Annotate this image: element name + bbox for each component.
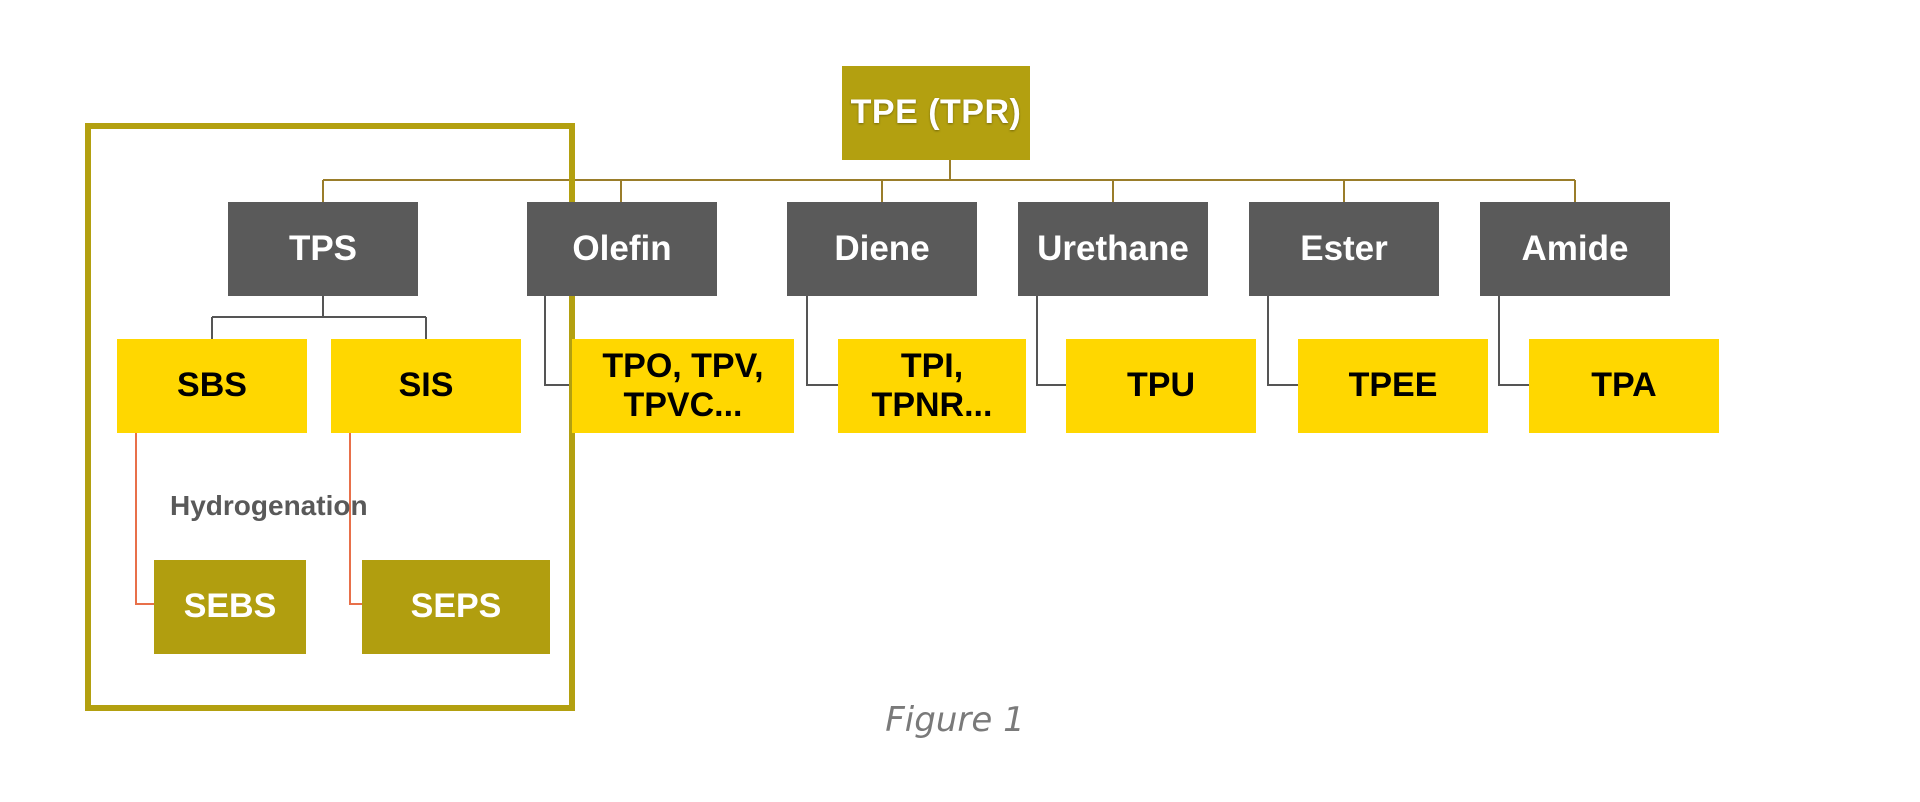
category-node-olefin: Olefin — [527, 202, 717, 296]
category-node-tps: TPS — [228, 202, 418, 296]
subtype-node-tpee: TPEE — [1298, 339, 1488, 433]
category-node-diene: Diene — [787, 202, 977, 296]
hydro-line-sebs — [135, 433, 154, 605]
subtype-node-olefin-products: TPO, TPV, TPVC... — [572, 339, 794, 433]
hydrogenated-node-seps: SEPS — [362, 560, 550, 654]
category-node-urethane: Urethane — [1018, 202, 1208, 296]
root-connectors — [322, 160, 1576, 202]
figure-caption: Figure 1 — [885, 700, 1025, 740]
subtype-node-tpu: TPU — [1066, 339, 1256, 433]
elbow-urethane — [1036, 296, 1066, 386]
elbow-diene — [806, 296, 838, 386]
elbow-ester — [1267, 296, 1298, 386]
subtype-node-sbs: SBS — [117, 339, 307, 433]
subtype-node-sis: SIS — [331, 339, 521, 433]
root-node-tpe: TPE (TPR) — [842, 66, 1030, 160]
subtype-node-diene-products: TPI, TPNR... — [838, 339, 1026, 433]
subtype-node-tpa: TPA — [1529, 339, 1719, 433]
hydrogenation-label: Hydrogenation — [170, 490, 368, 521]
tps-connectors — [211, 296, 427, 339]
elbow-olefin — [544, 296, 572, 386]
category-node-ester: Ester — [1249, 202, 1439, 296]
category-node-amide: Amide — [1480, 202, 1670, 296]
elbow-amide — [1498, 296, 1529, 386]
hydrogenated-node-sebs: SEBS — [154, 560, 306, 654]
